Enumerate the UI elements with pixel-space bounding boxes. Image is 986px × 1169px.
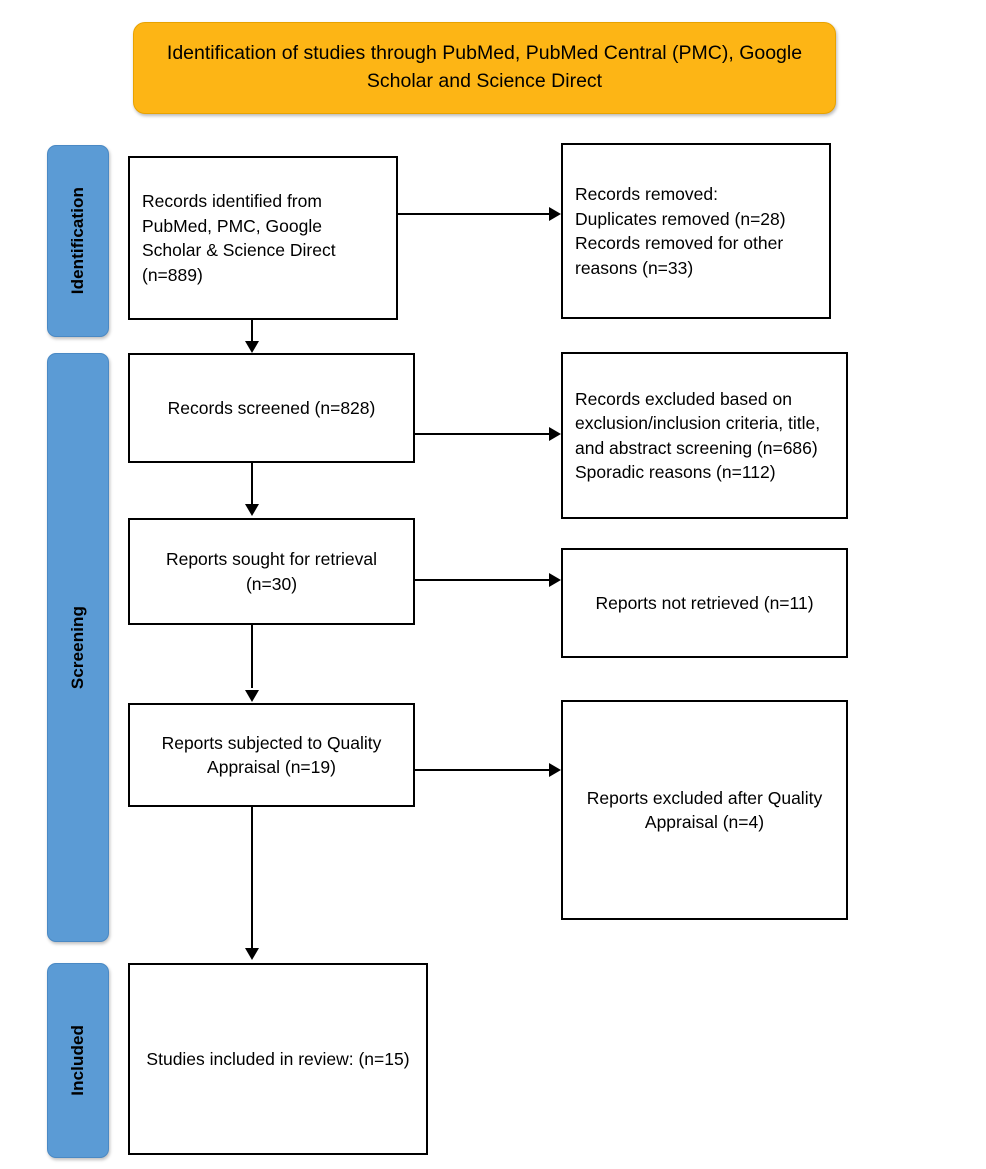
arrowhead-appraised-to-included <box>245 948 259 960</box>
arrowhead-identified-to-screened <box>245 341 259 353</box>
box-records-removed-text: Records removed: Duplicates removed (n=2… <box>575 184 786 278</box>
box-records-screened: Records screened (n=828) <box>128 353 415 463</box>
connector-appraised-to-excluded-qa <box>415 769 551 771</box>
box-records-excluded-screening: Records excluded based on exclusion/incl… <box>561 352 848 519</box>
arrowhead-sought-to-not-retrieved <box>549 573 561 587</box>
stage-label-identification-text: Identification <box>68 187 87 295</box>
box-reports-excluded-appraisal: Reports excluded after Quality Appraisal… <box>561 700 848 920</box>
box-records-identified-text: Records identified from PubMed, PMC, Goo… <box>142 191 336 285</box>
arrowhead-identified-to-removed <box>549 207 561 221</box>
box-records-excluded-screening-text: Records excluded based on exclusion/incl… <box>575 388 821 483</box>
connector-screened-to-excluded <box>415 433 551 435</box>
arrowhead-screened-to-excluded <box>549 427 561 441</box>
box-reports-sought-text: Reports sought for retrieval (n=30) <box>165 549 378 594</box>
banner-text: Identification of studies through PubMed… <box>166 42 803 92</box>
stage-label-included-text: Included <box>68 1025 87 1096</box>
box-reports-appraised: Reports subjected to Quality Appraisal (… <box>128 703 415 807</box>
connector-sought-to-appraised <box>251 625 253 688</box>
stage-label-included: Included <box>47 963 109 1158</box>
stage-label-identification: Identification <box>47 145 109 337</box>
box-studies-included: Studies included in review: (n=15) <box>128 963 428 1155</box>
box-records-removed: Records removed: Duplicates removed (n=2… <box>561 143 831 319</box>
box-reports-not-retrieved: Reports not retrieved (n=11) <box>561 548 848 658</box>
box-studies-included-text: Studies included in review: (n=15) <box>146 1048 410 1069</box>
stage-label-screening: Screening <box>47 353 109 942</box>
box-reports-sought: Reports sought for retrieval (n=30) <box>128 518 415 625</box>
box-records-identified: Records identified from PubMed, PMC, Goo… <box>128 156 398 320</box>
arrowhead-appraised-to-excluded-qa <box>549 763 561 777</box>
connector-identified-to-removed <box>398 213 551 215</box>
connector-screened-to-sought <box>251 463 253 506</box>
connector-identified-to-screened <box>251 320 253 344</box>
box-reports-excluded-appraisal-text: Reports excluded after Quality Appraisal… <box>586 787 823 833</box>
arrowhead-screened-to-sought <box>245 504 259 516</box>
box-reports-appraised-text: Reports subjected to Quality Appraisal (… <box>161 732 382 778</box>
connector-appraised-to-included <box>251 807 253 948</box>
box-records-screened-text: Records screened (n=828) <box>167 397 376 418</box>
box-reports-not-retrieved-text: Reports not retrieved (n=11) <box>595 592 814 613</box>
identification-source-banner: Identification of studies through PubMed… <box>133 22 836 114</box>
stage-label-screening-text: Screening <box>68 605 87 690</box>
connector-sought-to-not-retrieved <box>415 579 551 581</box>
arrowhead-sought-to-appraised <box>245 690 259 702</box>
